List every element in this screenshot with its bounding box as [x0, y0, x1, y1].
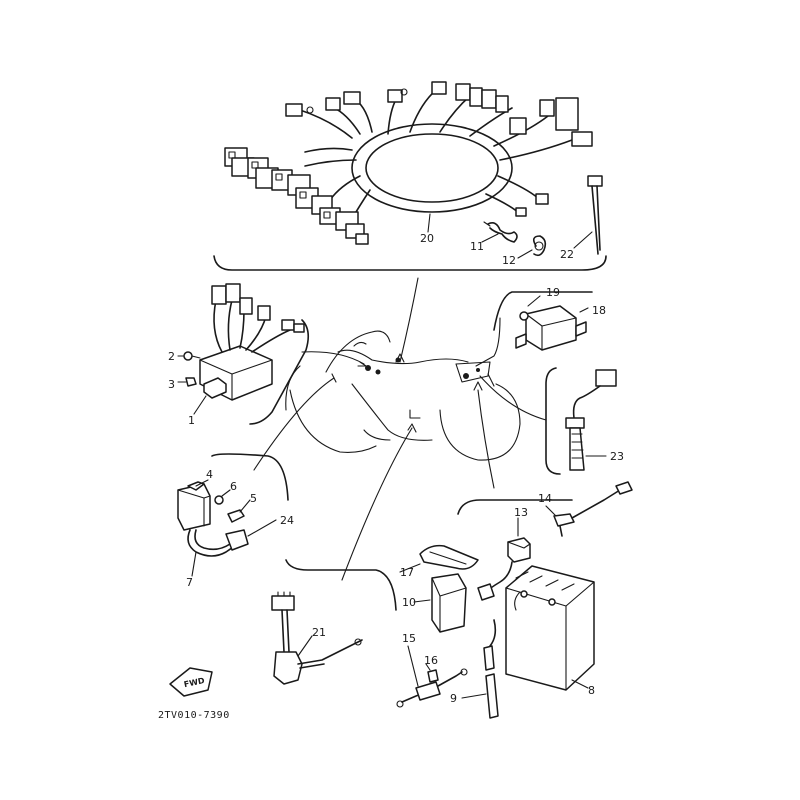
- callout-2: 2: [168, 350, 175, 363]
- battery-group: 8 17 10 9 15 16: [396, 544, 595, 719]
- relay: [525, 305, 577, 351]
- sensor-body: [569, 427, 585, 471]
- wire-harness-group: 20 11 12 22: [213, 81, 607, 271]
- bracket-13: [457, 499, 573, 515]
- ignition-coil-group: 4 6 5 24 7: [177, 453, 294, 589]
- cable-tie: [587, 175, 603, 255]
- sensor-connector: [595, 369, 617, 387]
- callout-20: 20: [420, 232, 434, 245]
- callout-1: 1: [188, 414, 195, 427]
- callout-7: 7: [186, 576, 193, 589]
- callout-11: 11: [470, 240, 484, 253]
- callout-14: 14: [538, 492, 552, 505]
- locator-lines: [253, 277, 547, 581]
- clamp-11: [483, 221, 518, 243]
- callout-13: 13: [514, 506, 528, 519]
- callout-6: 6: [230, 480, 237, 493]
- callout-22: 22: [560, 248, 574, 261]
- bracket-23: [545, 367, 561, 475]
- callout-4: 4: [206, 468, 213, 481]
- harness-loop-outer: [351, 123, 513, 213]
- callout-16: 16: [424, 654, 438, 667]
- top-bracket: [213, 255, 607, 271]
- fwd-label: FWD: [183, 676, 206, 689]
- callout-18: 18: [592, 304, 606, 317]
- callout-23: 23: [610, 450, 624, 463]
- clamp-12: [532, 235, 547, 257]
- harness-loop-inner: [365, 133, 499, 203]
- forward-indicator: FWD: [169, 667, 213, 697]
- fuse: [427, 669, 439, 683]
- callout-21: 21: [312, 626, 326, 639]
- sensor-group: 23: [545, 367, 624, 475]
- starter-relay-group: 13 14: [457, 481, 633, 601]
- battery: [505, 565, 595, 691]
- plug-cap: [225, 529, 249, 551]
- bracket-18: [493, 291, 593, 331]
- ignitor-unit-group: 2 3 1: [168, 283, 310, 427]
- bracket-1: [249, 319, 310, 425]
- callout-9: 9: [450, 692, 457, 705]
- callout-8: 8: [588, 684, 595, 697]
- breather-pipe: [485, 673, 499, 719]
- callout-3: 3: [168, 378, 175, 391]
- fwd-arrow: [169, 667, 213, 697]
- fuse-holder: [415, 681, 441, 701]
- battery-cover: [431, 573, 467, 633]
- callout-12: 12: [502, 254, 516, 267]
- switch-connector: [271, 595, 295, 611]
- callout-17: 17: [400, 566, 414, 579]
- starter-relay: [507, 537, 531, 563]
- bracket-21: [285, 559, 397, 611]
- lead-connector: [553, 513, 575, 527]
- relay-group: 19 18: [493, 286, 606, 351]
- callout-5: 5: [250, 492, 257, 505]
- bracket-4: [211, 453, 289, 501]
- callout-19: 19: [546, 286, 560, 299]
- diagram-code: 2TV010-7390: [158, 710, 230, 721]
- switch-group: 21: [271, 559, 397, 685]
- callout-15: 15: [402, 632, 416, 645]
- harness-connectors-top: [285, 81, 593, 217]
- motorcycle-outline: [285, 330, 521, 461]
- callout-10: 10: [402, 596, 416, 609]
- switch-body: [273, 651, 303, 685]
- harness-connectors-left: [224, 147, 369, 245]
- battery-band: [419, 544, 479, 570]
- ignition-coil: [177, 483, 211, 531]
- callout-24: 24: [280, 514, 294, 527]
